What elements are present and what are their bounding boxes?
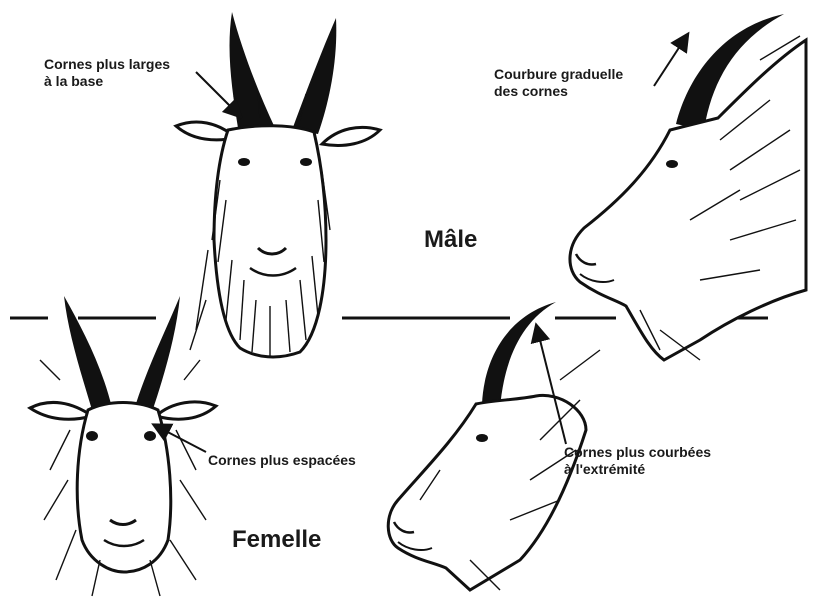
male-goat-front-illustration [176,12,380,357]
label-female-side: Cornes plus courbées à l'extrémité [564,444,711,478]
label-male-front-line2: à la base [44,73,170,90]
label-female-front: Cornes plus espacées [208,452,356,469]
female-goat-front-illustration [30,296,216,596]
label-female-side-line2: à l'extrémité [564,461,711,478]
female-front-left-horn [64,296,112,410]
label-male-front-line1: Cornes plus larges [44,56,170,73]
label-male-side-line1: Courbure graduelle [494,66,623,83]
arrow-male-side [654,40,684,86]
label-male-front: Cornes plus larges à la base [44,56,170,90]
arrow-male-front [196,72,236,112]
label-male-side: Courbure graduelle des cornes [494,66,623,100]
male-front-right-horn [292,18,336,134]
label-female-front-line1: Cornes plus espacées [208,452,356,469]
male-front-left-horn [230,12,276,130]
section-title-male: Mâle [424,226,477,254]
section-title-female: Femelle [232,526,321,554]
label-female-side-line1: Cornes plus courbées [564,444,711,461]
label-male-side-line2: des cornes [494,83,623,100]
female-front-right-horn [134,296,180,412]
